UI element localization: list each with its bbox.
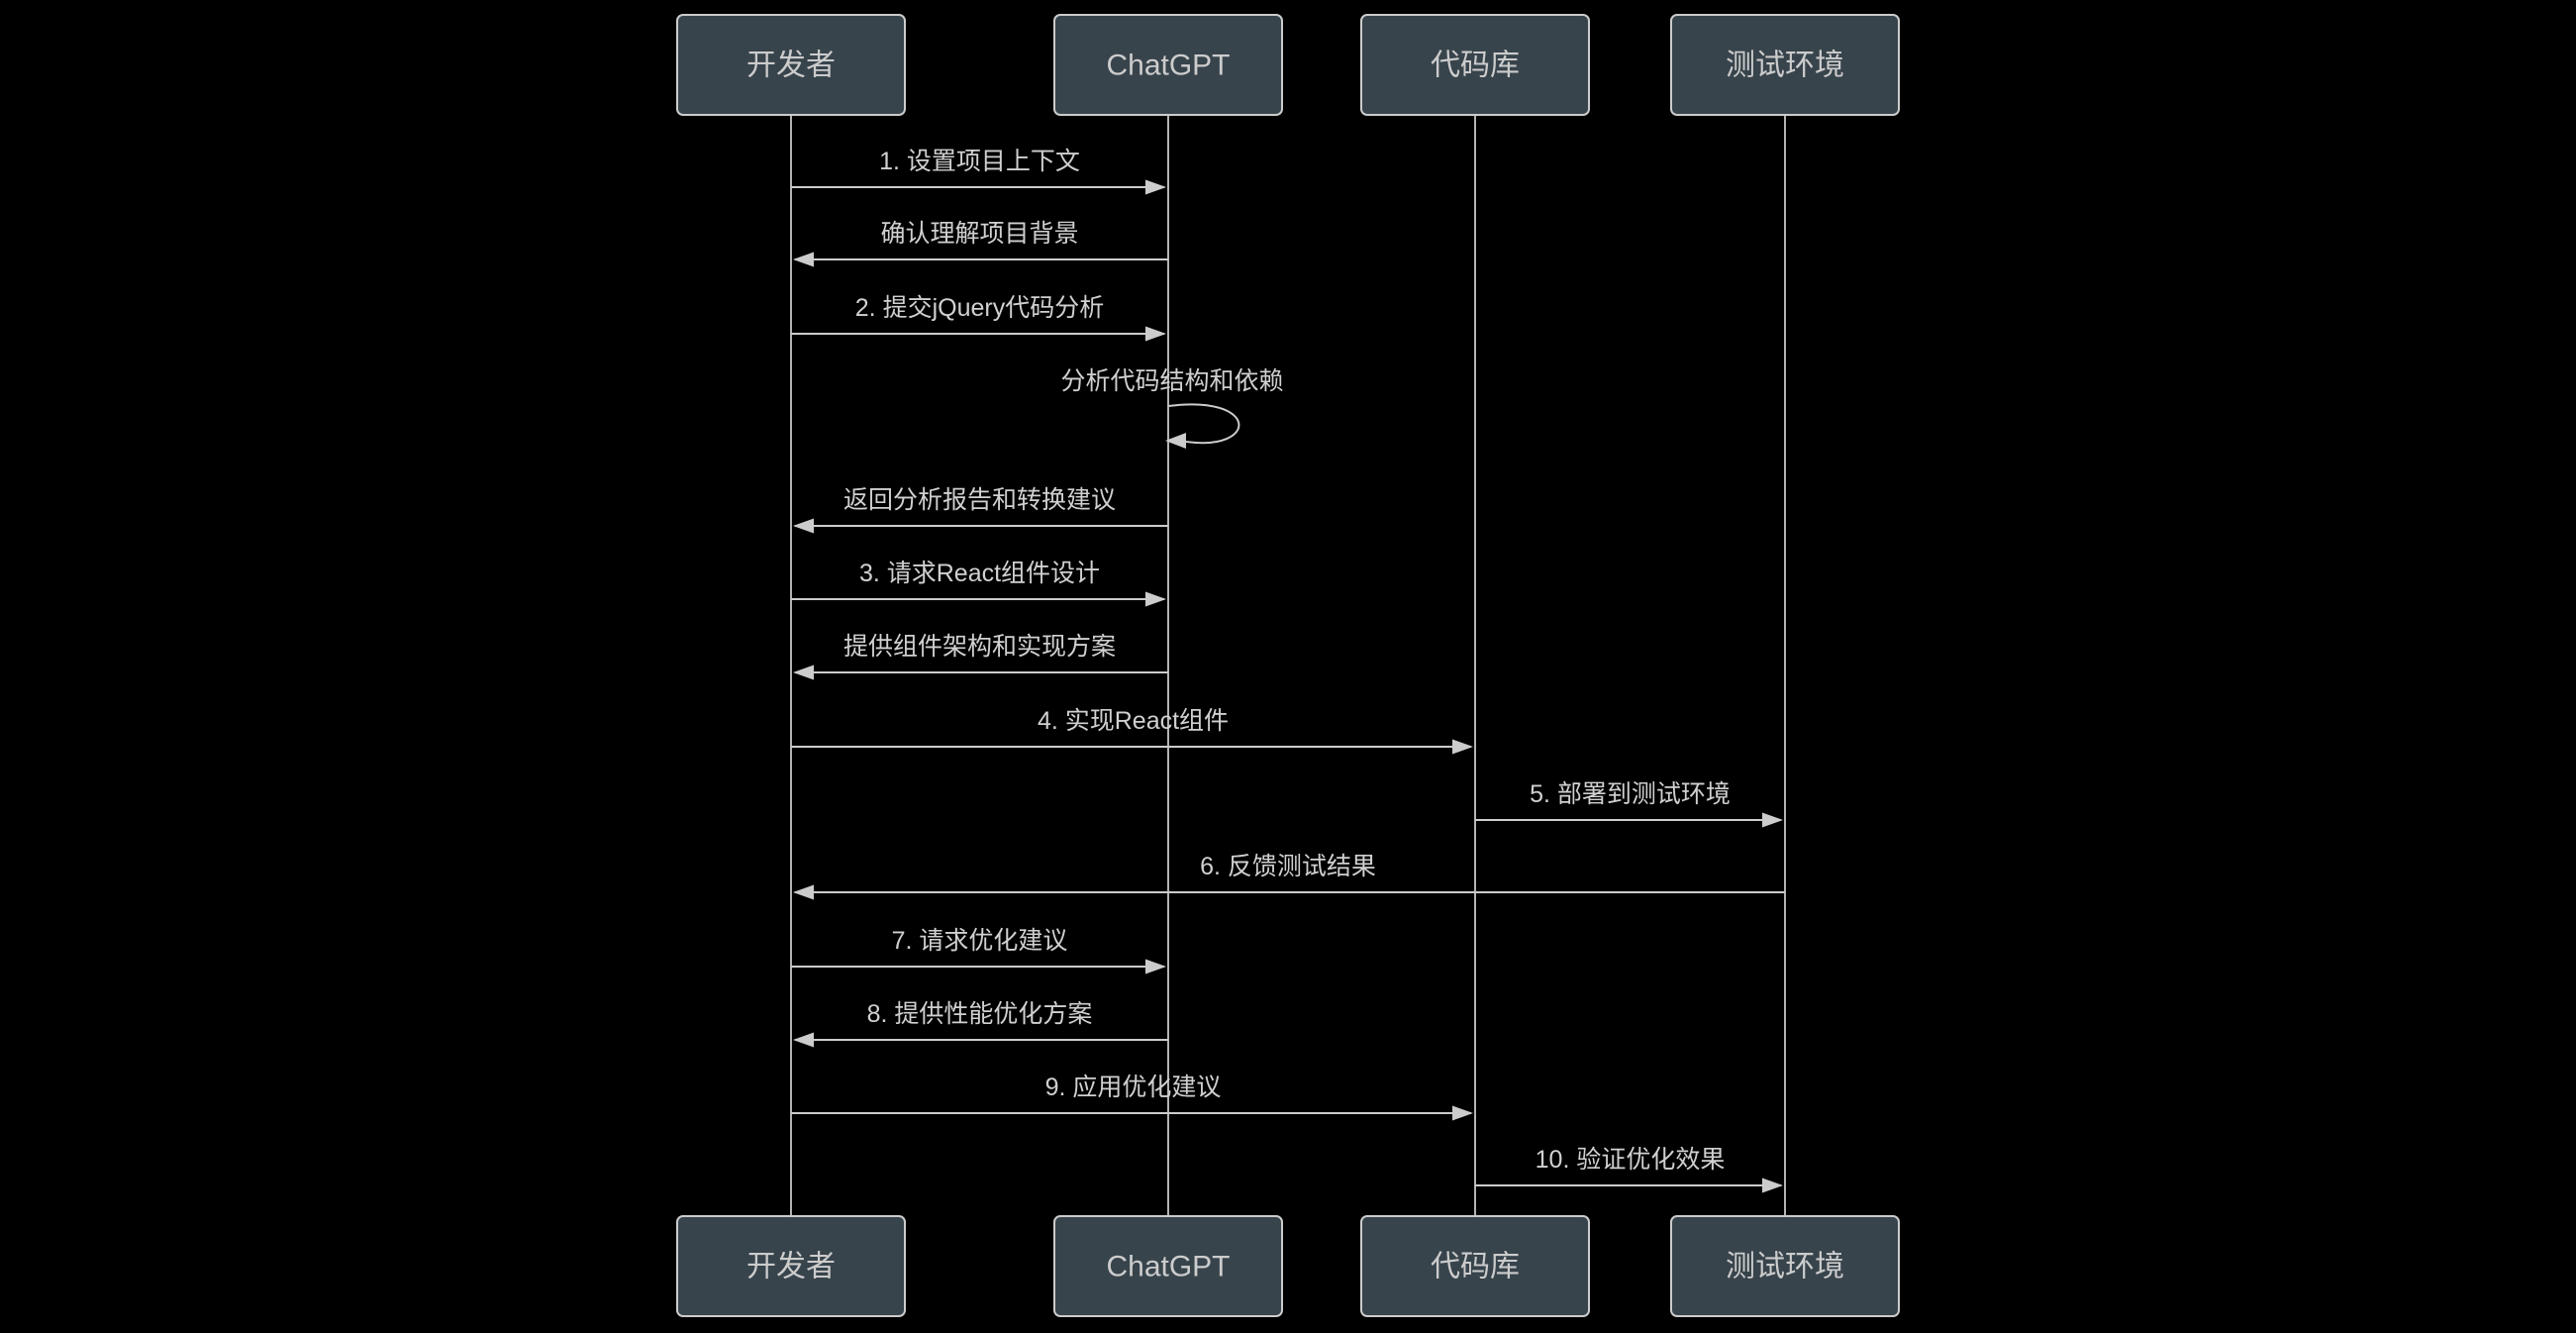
message-label: 3. 请求React组件设计 (859, 560, 1100, 587)
message-arrowhead (1762, 1178, 1783, 1193)
message-label: 5. 部署到测试环境 (1530, 780, 1731, 808)
participant-label-top-code-repo: 代码库 (1431, 50, 1520, 82)
message-label: 2. 提交jQuery代码分析 (855, 294, 1104, 322)
message-arrowhead (1145, 326, 1166, 342)
message-arrowhead (1145, 591, 1166, 607)
participant-box-top-test-env (1670, 14, 1900, 116)
participant-box-bottom-code-repo (1360, 1215, 1590, 1317)
participant-box-top-code-repo (1360, 14, 1590, 116)
message-label: 7. 请求优化建议 (892, 927, 1068, 955)
message-label: 1. 设置项目上下文 (879, 148, 1080, 175)
message-label: 8. 提供性能优化方案 (867, 1000, 1093, 1028)
participant-label-top-developer: 开发者 (746, 50, 836, 82)
participant-box-top-developer (676, 14, 906, 116)
message-label: 提供组件架构和实现方案 (843, 633, 1116, 661)
message-arrowhead (793, 252, 814, 267)
participant-box-bottom-developer (676, 1215, 906, 1317)
participant-box-bottom-test-env (1670, 1215, 1900, 1317)
message-label: 确认理解项目背景 (880, 220, 1078, 248)
participant-label-bottom-test-env: 测试环境 (1726, 1251, 1844, 1283)
self-message-curve (1167, 403, 1240, 445)
participant-label-bottom-code-repo: 代码库 (1431, 1251, 1520, 1283)
message-arrowhead (793, 1032, 814, 1048)
message-arrowhead (1452, 739, 1473, 755)
self-message-label: 分析代码结构和依赖 (1060, 367, 1283, 395)
message-label: 4. 实现React组件 (1038, 707, 1229, 735)
participant-label-top-test-env: 测试环境 (1726, 50, 1844, 82)
participant-box-bottom-chatgpt (1053, 1215, 1283, 1317)
message-arrowhead (1452, 1105, 1473, 1121)
message-label: 6. 反馈测试结果 (1200, 853, 1376, 880)
self-message-arrowhead (1165, 433, 1186, 449)
message-arrowhead (1145, 179, 1166, 195)
participant-label-top-chatgpt: ChatGPT (1106, 50, 1230, 82)
message-arrowhead (793, 884, 814, 900)
message-arrowhead (1762, 812, 1783, 828)
message-label: 9. 应用优化建议 (1045, 1074, 1222, 1101)
participant-box-top-chatgpt (1053, 14, 1283, 116)
message-label: 10. 验证优化效果 (1536, 1146, 1726, 1174)
message-arrowhead (793, 518, 814, 534)
participant-label-bottom-chatgpt: ChatGPT (1106, 1251, 1230, 1283)
participant-label-bottom-developer: 开发者 (746, 1251, 836, 1283)
message-arrowhead (793, 665, 814, 680)
message-arrowhead (1145, 959, 1166, 974)
message-label: 返回分析报告和转换建议 (843, 486, 1116, 514)
